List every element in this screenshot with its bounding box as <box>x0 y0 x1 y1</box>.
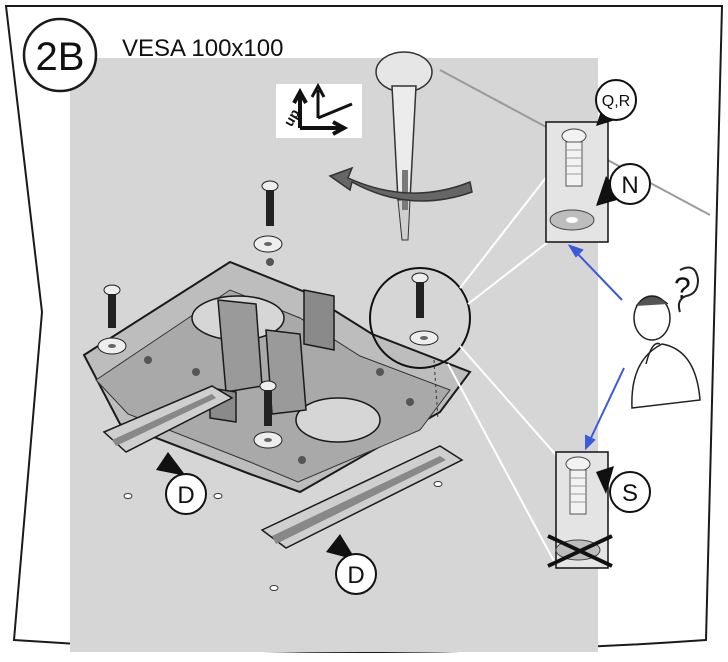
callout-n-label: N <box>621 172 638 199</box>
callout-qr: Q,R <box>595 79 637 126</box>
floor-hole <box>213 493 223 499</box>
rail-left <box>102 385 234 453</box>
detail-magnifier <box>369 267 471 421</box>
detail-box-bottom <box>547 451 613 569</box>
step-title: VESA 100x100 <box>122 35 283 62</box>
callout-s: S <box>596 466 651 513</box>
question-mark: ? <box>674 272 691 305</box>
up-label: up <box>280 106 302 129</box>
arrow-up-icon <box>292 87 349 136</box>
rotation-arrow-icon <box>328 166 473 202</box>
screwdriver-icon <box>375 51 433 241</box>
floor-hole <box>433 481 443 487</box>
callout-s-label: S <box>622 480 638 507</box>
arrow-up-secondary-icon <box>310 82 353 120</box>
callout-d-right: D <box>326 534 377 595</box>
rail-right <box>260 445 464 549</box>
screw-top <box>253 180 283 253</box>
callout-d-left: D <box>156 452 207 515</box>
callout-qr-label: Q,R <box>602 93 630 110</box>
thinking-person-icon: ? <box>631 266 701 409</box>
leader-lines <box>447 174 557 566</box>
detail-box-top <box>545 121 609 243</box>
up-direction-badge: up <box>276 82 362 138</box>
callout-d-right-label: D <box>347 562 364 589</box>
floor-hole <box>123 493 133 499</box>
screw-front <box>253 380 283 449</box>
cross-out-icon <box>547 534 613 568</box>
screw-left <box>97 284 127 355</box>
callout-n: N <box>596 163 651 206</box>
floor-hole <box>269 585 279 591</box>
blue-arrows <box>567 244 625 451</box>
step-number: 2B <box>36 35 85 79</box>
callout-d-left-label: D <box>177 482 194 509</box>
step-badge: 2B <box>22 17 98 93</box>
